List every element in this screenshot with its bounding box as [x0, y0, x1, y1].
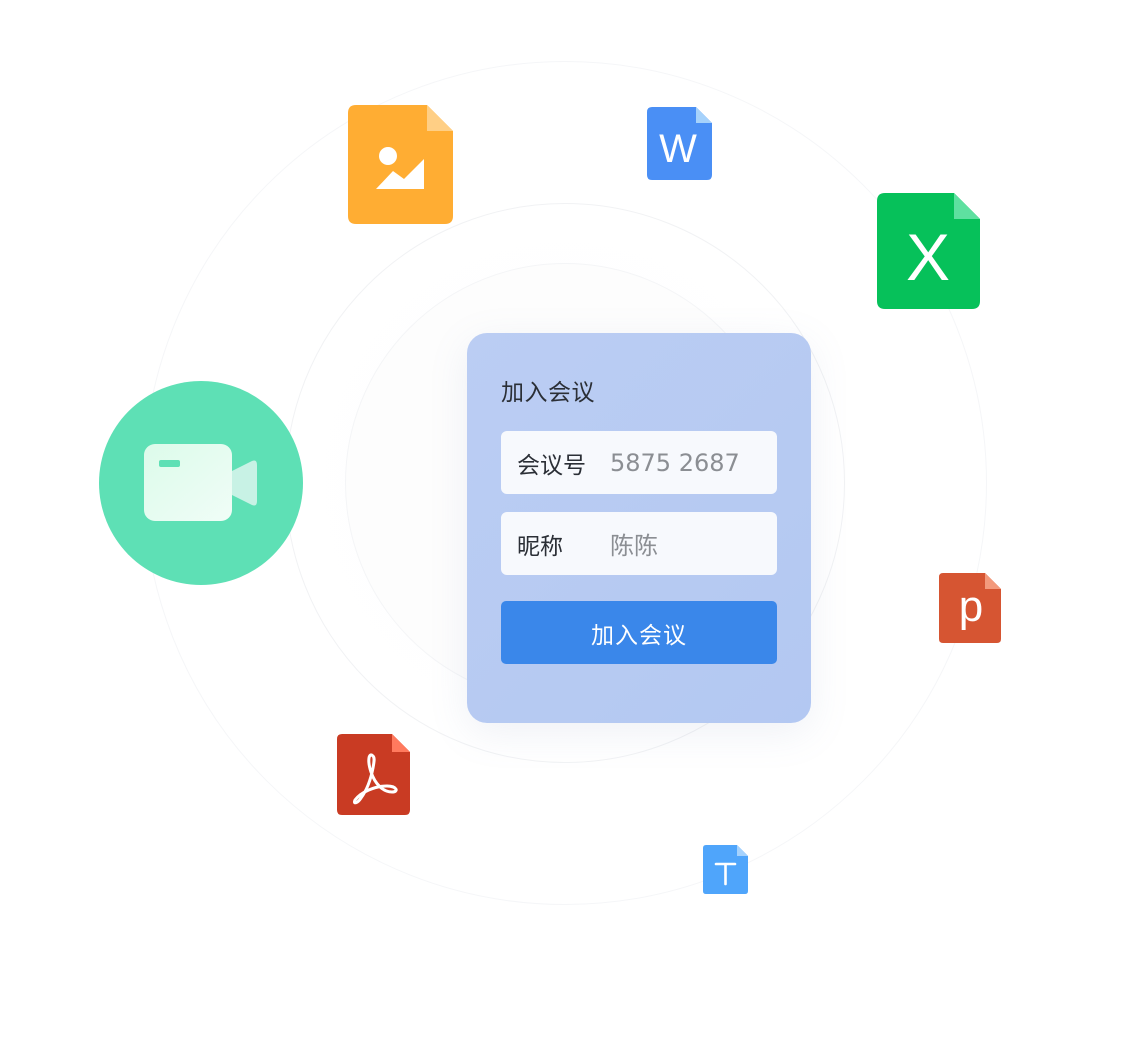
nickname-field[interactable]: 昵称	[501, 512, 777, 575]
pdf-file-icon	[337, 734, 410, 815]
video-camera-icon	[144, 444, 257, 521]
svg-text:W: W	[659, 127, 697, 171]
join-meeting-card: 加入会议 会议号 昵称 加入会议	[467, 333, 811, 723]
card-title: 加入会议	[501, 380, 595, 406]
video-meeting-icon-circle	[99, 381, 303, 585]
svg-text:X: X	[906, 220, 950, 294]
excel-file-icon: X	[877, 193, 980, 309]
text-file-icon	[703, 845, 748, 894]
word-file-icon: W	[647, 107, 712, 180]
join-meeting-button[interactable]: 加入会议	[501, 601, 777, 664]
nickname-label: 昵称	[517, 533, 563, 560]
meeting-id-input[interactable]	[610, 448, 770, 477]
powerpoint-file-icon: p	[939, 573, 1001, 643]
nickname-input[interactable]	[610, 529, 770, 558]
meeting-id-label: 会议号	[517, 452, 586, 479]
image-file-icon	[348, 105, 453, 224]
svg-text:p: p	[959, 582, 983, 631]
meeting-id-field[interactable]: 会议号	[501, 431, 777, 494]
